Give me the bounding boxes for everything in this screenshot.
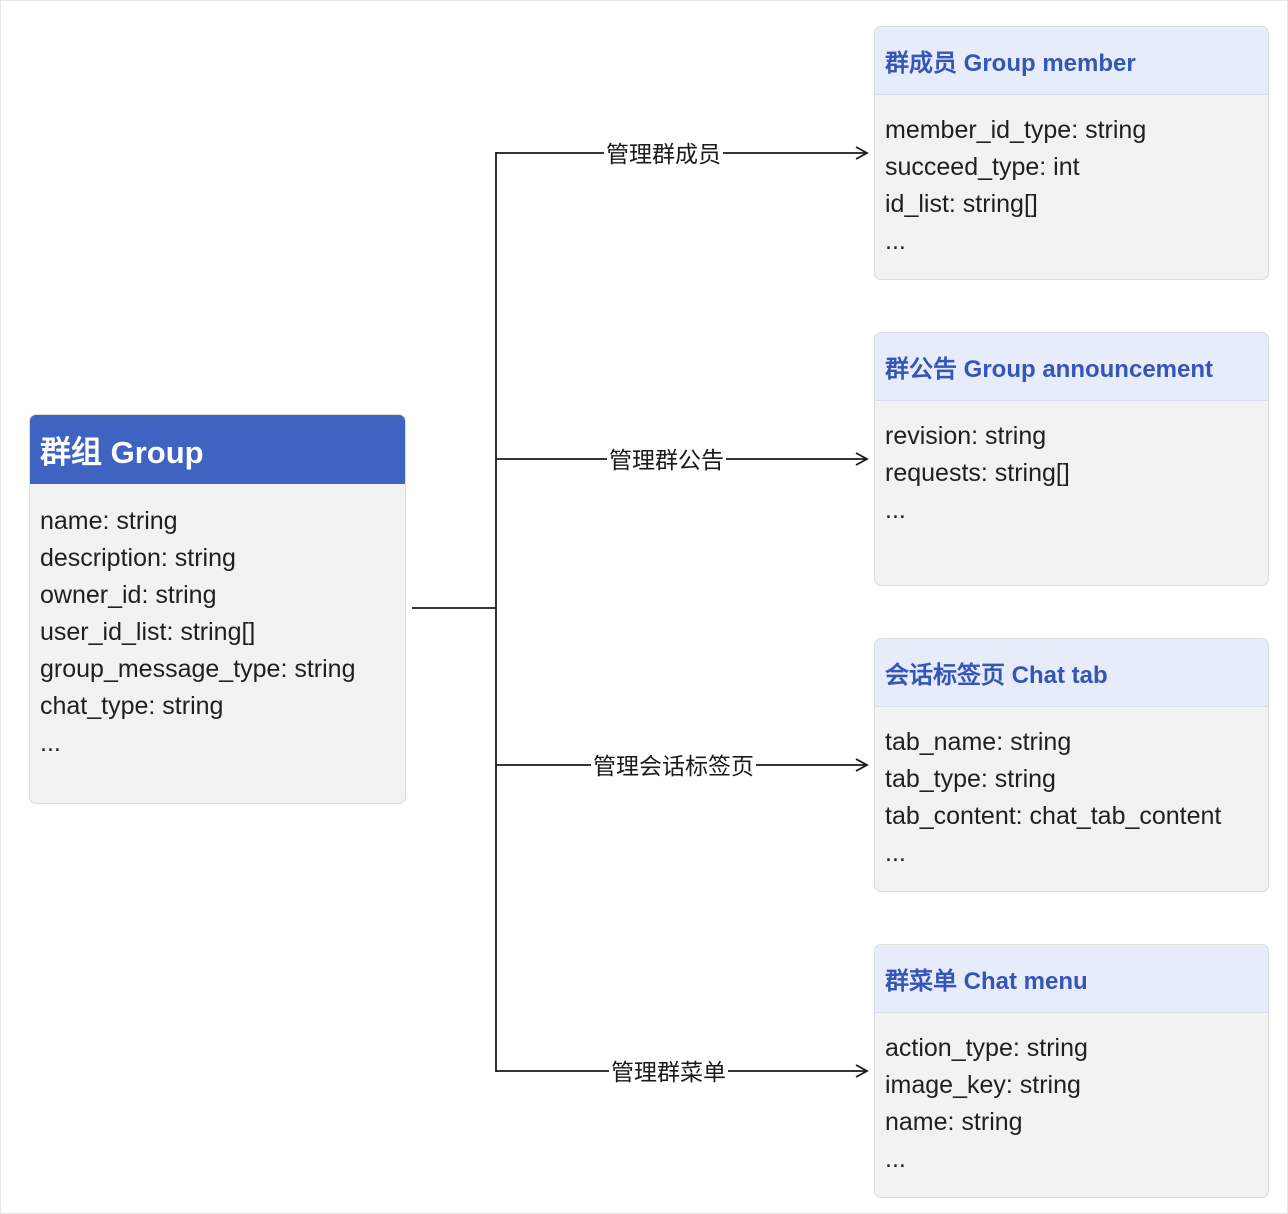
chat-menu-card: 群菜单 Chat menu action_type: string image_…: [874, 944, 1269, 1198]
group-entity-fields: name: string description: string owner_i…: [30, 484, 405, 762]
group-entity-card: 群组 Group name: string description: strin…: [29, 414, 406, 804]
field-item: revision: string: [885, 422, 1047, 450]
group-member-title: 群成员 Group member: [885, 50, 1136, 77]
field-item: owner_id: string: [40, 581, 217, 609]
field-item: chat_type: string: [40, 692, 224, 720]
chat-tab-card: 会话标签页 Chat tab tab_name: string tab_type…: [874, 638, 1269, 892]
edge-label-manage-members: 管理群成员: [604, 139, 723, 169]
group-announcement-fields: revision: string requests: string[] ...: [875, 401, 1268, 529]
field-item: user_id_list: string[]: [40, 618, 256, 646]
group-announcement-card: 群公告 Group announcement revision: string …: [874, 332, 1269, 586]
field-item: ...: [885, 1145, 906, 1173]
field-item: ...: [885, 227, 906, 255]
field-item: tab_content: chat_tab_content: [885, 802, 1222, 830]
field-item: image_key: string: [885, 1071, 1081, 1099]
field-item: tab_type: string: [885, 765, 1056, 793]
field-item: tab_name: string: [885, 728, 1072, 756]
chat-tab-fields: tab_name: string tab_type: string tab_co…: [875, 707, 1268, 872]
field-item: ...: [885, 496, 906, 524]
edge-label-manage-announcement: 管理群公告: [607, 445, 726, 475]
field-item: ...: [885, 839, 906, 867]
group-entity-title: 群组 Group: [40, 435, 204, 470]
group-announcement-title: 群公告 Group announcement: [885, 356, 1214, 383]
chat-tab-title: 会话标签页 Chat tab: [885, 662, 1108, 689]
field-item: ...: [40, 729, 61, 757]
chat-menu-fields: action_type: string image_key: string na…: [875, 1013, 1268, 1178]
field-item: id_list: string[]: [885, 190, 1038, 218]
field-item: action_type: string: [885, 1034, 1088, 1062]
edge-label-manage-chat-tab: 管理会话标签页: [591, 751, 756, 781]
chat-menu-header: 群菜单 Chat menu: [875, 945, 1268, 1013]
field-item: name: string: [40, 507, 178, 535]
group-announcement-header: 群公告 Group announcement: [875, 333, 1268, 401]
edge-label-manage-chat-menu: 管理群菜单: [609, 1057, 728, 1087]
chat-tab-header: 会话标签页 Chat tab: [875, 639, 1268, 707]
field-item: description: string: [40, 544, 236, 572]
group-member-fields: member_id_type: string succeed_type: int…: [875, 95, 1268, 260]
chat-menu-title: 群菜单 Chat menu: [885, 968, 1088, 995]
field-item: name: string: [885, 1108, 1023, 1136]
field-item: requests: string[]: [885, 459, 1070, 487]
field-item: member_id_type: string: [885, 116, 1147, 144]
field-item: group_message_type: string: [40, 655, 356, 683]
field-item: succeed_type: int: [885, 153, 1080, 181]
group-entity-header: 群组 Group: [30, 415, 405, 484]
group-member-header: 群成员 Group member: [875, 27, 1268, 95]
group-member-card: 群成员 Group member member_id_type: string …: [874, 26, 1269, 280]
